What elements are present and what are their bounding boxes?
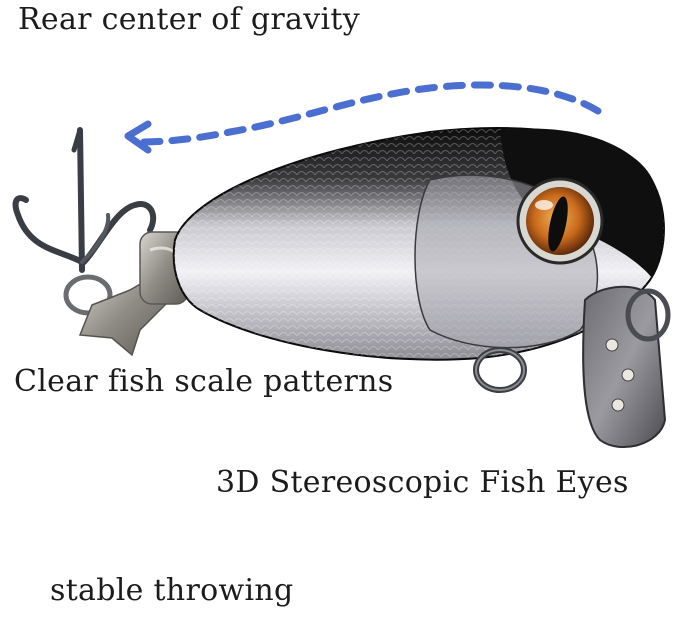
caption-clear-fish-scale-patterns: Clear fish scale patterns — [14, 364, 394, 399]
diving-lip-icon — [582, 285, 671, 449]
belly-ring-icon — [473, 347, 527, 393]
caption-3d-stereoscopic-fish-eyes: 3D Stereoscopic Fish Eyes — [216, 465, 629, 500]
caption-rear-center-of-gravity: Rear center of gravity — [18, 2, 360, 37]
caption-stable-throwing: stable throwing — [50, 573, 294, 608]
dashed-arrow-left-icon — [124, 81, 602, 154]
treble-hook-icon — [12, 127, 157, 316]
fish-eye-icon — [516, 177, 604, 265]
